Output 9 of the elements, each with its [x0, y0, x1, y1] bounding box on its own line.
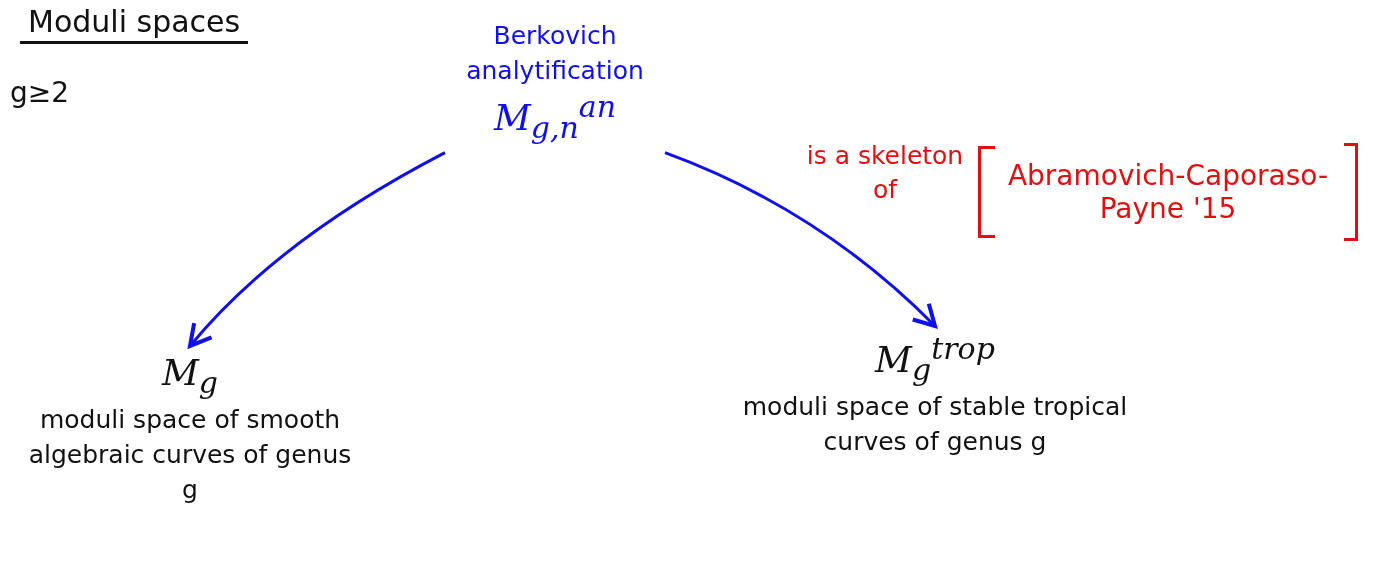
condition-text: g≥2 [10, 76, 70, 109]
arrow [664, 151, 938, 329]
description-text: moduli space of stable tropical curves of genus g [741, 390, 1129, 458]
arrow [188, 151, 446, 349]
citation-bracket: Abramovich-Caporaso-Payne '15 [978, 146, 1358, 238]
description-text: moduli space of smooth algebraic curves of genus g [27, 403, 353, 506]
underlined-heading: Moduli spaces [20, 4, 249, 44]
caption-text: Berkovich analytification [465, 20, 645, 87]
math-symbol: M$_{g}$ [161, 351, 219, 402]
